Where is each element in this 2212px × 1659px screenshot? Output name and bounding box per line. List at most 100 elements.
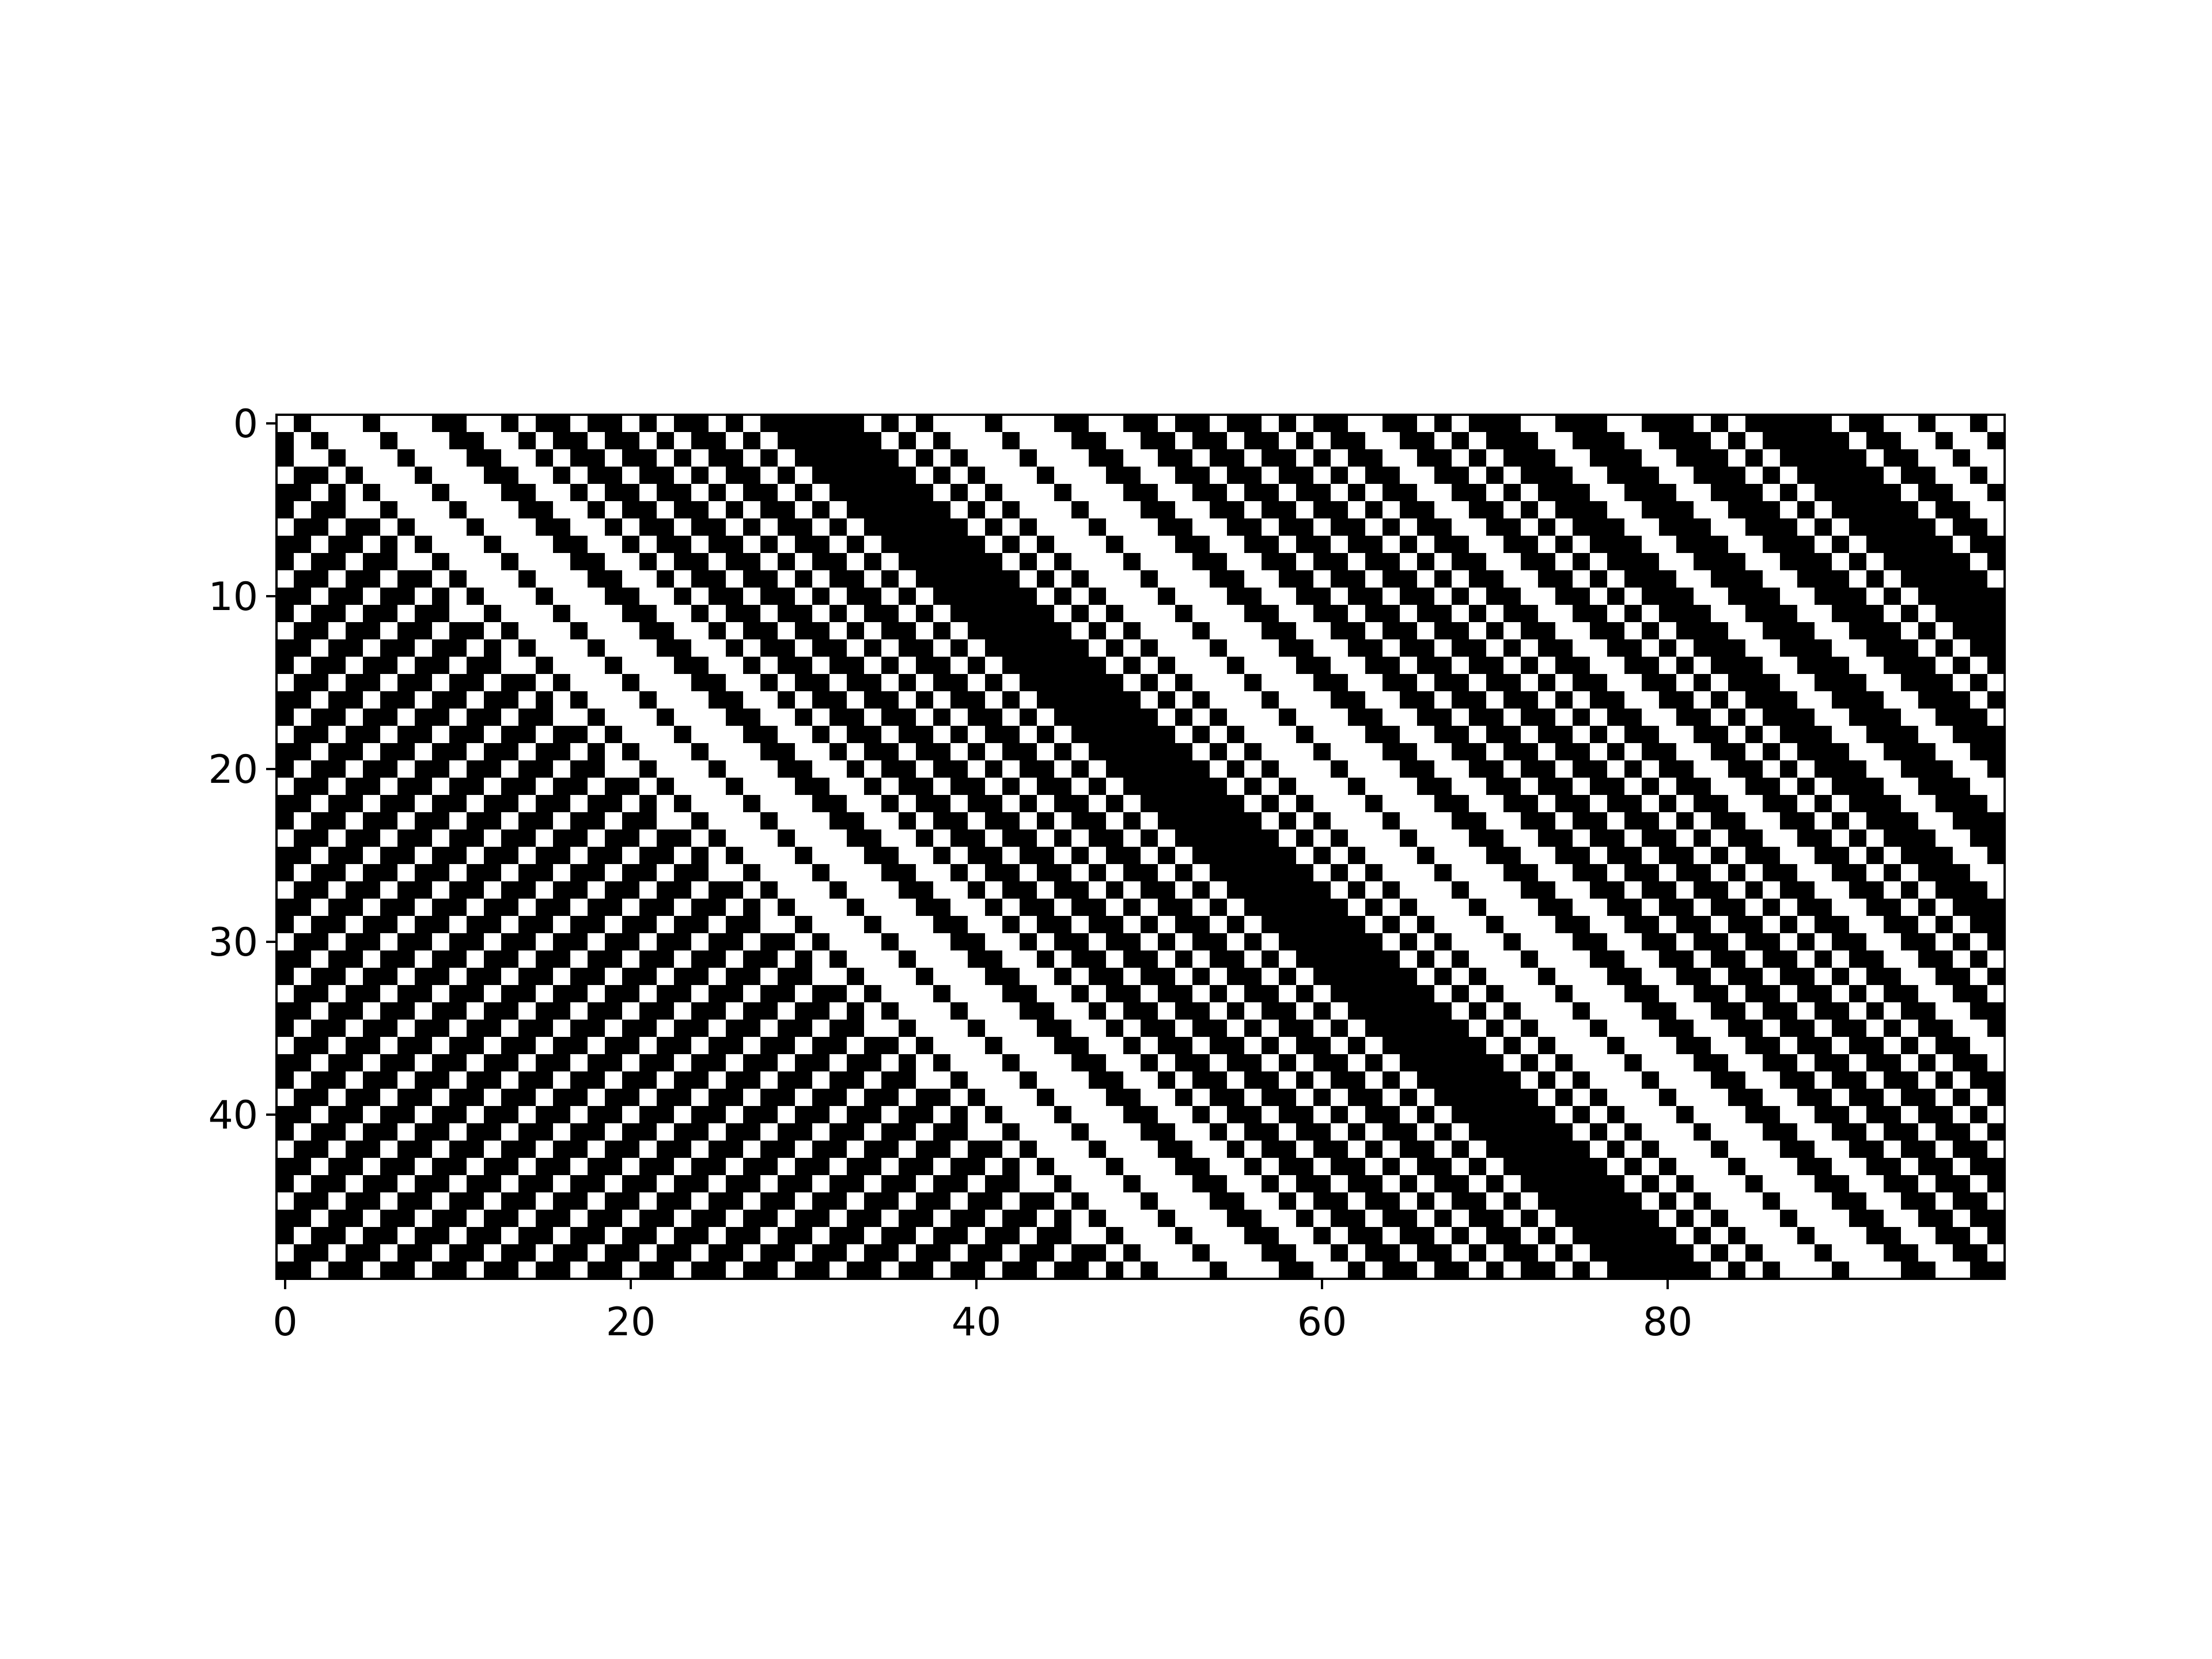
heatmap-cell <box>1901 518 1919 536</box>
heatmap-cell <box>1642 726 1660 744</box>
heatmap-cell <box>1849 812 1867 830</box>
heatmap-cell <box>1089 657 1107 675</box>
heatmap-cell <box>1503 1262 1521 1279</box>
heatmap-cell <box>1642 449 1660 467</box>
heatmap-cell <box>1676 1089 1694 1107</box>
heatmap-cell <box>363 674 381 692</box>
heatmap-cell <box>1486 415 1504 433</box>
heatmap-cell <box>1797 847 1815 865</box>
heatmap-cell <box>847 501 865 519</box>
heatmap-cell <box>1365 501 1383 519</box>
heatmap-cell <box>1089 899 1107 916</box>
heatmap-cell <box>415 950 433 968</box>
heatmap-cell <box>691 1037 709 1055</box>
heatmap-cell <box>1123 1158 1141 1176</box>
heatmap-cell <box>1832 622 1850 640</box>
heatmap-cell <box>1815 449 1832 467</box>
heatmap-cell <box>1123 691 1141 709</box>
heatmap-cell <box>1624 760 1642 778</box>
heatmap-cell <box>881 674 899 692</box>
heatmap-cell <box>432 1123 450 1141</box>
heatmap-cell <box>674 812 692 830</box>
heatmap-cell <box>1987 933 2005 951</box>
heatmap-cell <box>1192 1192 1210 1210</box>
heatmap-cell <box>674 933 692 951</box>
heatmap-cell <box>1141 778 1158 796</box>
heatmap-cell <box>1763 674 1781 692</box>
heatmap-cell <box>1054 916 1072 934</box>
heatmap-cell <box>812 1227 830 1245</box>
heatmap-cell <box>1469 1158 1487 1176</box>
heatmap-cell <box>778 484 796 502</box>
heatmap-cell <box>1469 467 1487 484</box>
heatmap-cell <box>1849 674 1867 692</box>
heatmap-cell <box>1296 1175 1314 1193</box>
heatmap-cell <box>1815 605 1832 623</box>
heatmap-cell <box>795 639 813 657</box>
heatmap-cell <box>570 1244 588 1262</box>
heatmap-cell <box>1331 985 1349 1003</box>
heatmap-cell <box>432 830 450 847</box>
heatmap-cell <box>812 899 830 916</box>
heatmap-cell <box>1849 501 1867 519</box>
heatmap-cell <box>691 985 709 1003</box>
heatmap-cell <box>1918 1244 1936 1262</box>
heatmap-cell <box>1037 881 1055 899</box>
heatmap-cell <box>1538 1158 1556 1176</box>
heatmap-cell <box>1227 743 1245 761</box>
heatmap-cell <box>1573 743 1590 761</box>
heatmap-cell <box>691 1192 709 1210</box>
heatmap-cell <box>1815 518 1832 536</box>
heatmap-cell <box>1054 1158 1072 1176</box>
heatmap-cell <box>1676 812 1694 830</box>
heatmap-cell <box>1486 726 1504 744</box>
heatmap-cell <box>760 1020 778 1037</box>
heatmap-cell <box>1849 1071 1867 1089</box>
heatmap-cell <box>328 1089 346 1107</box>
heatmap-cell <box>1987 1244 2005 1262</box>
heatmap-cell <box>691 881 709 899</box>
heatmap-cell <box>1659 709 1677 726</box>
heatmap-cell <box>639 778 657 796</box>
heatmap-cell <box>743 1227 761 1245</box>
heatmap-cell <box>1659 553 1677 571</box>
heatmap-cell <box>518 1037 536 1055</box>
heatmap-cell <box>1106 1002 1124 1020</box>
heatmap-cell <box>1815 1106 1832 1124</box>
heatmap-cell <box>1970 1002 1988 1020</box>
heatmap-cell <box>1780 778 1798 796</box>
heatmap-cell <box>570 1089 588 1107</box>
heatmap-cell <box>1694 1210 1711 1228</box>
heatmap-cell <box>674 795 692 813</box>
heatmap-cell <box>760 1106 778 1124</box>
heatmap-cell <box>311 847 329 865</box>
heatmap-cell <box>1434 622 1452 640</box>
heatmap-cell <box>328 1020 346 1037</box>
heatmap-cell <box>674 449 692 467</box>
heatmap-cell <box>1469 795 1487 813</box>
heatmap-cell <box>1953 691 1971 709</box>
heatmap-cell <box>1901 847 1919 865</box>
heatmap-cell <box>449 518 467 536</box>
heatmap-cell <box>363 1020 381 1037</box>
heatmap-cell <box>1365 830 1383 847</box>
heatmap-cell <box>1279 1262 1297 1279</box>
heatmap-cell <box>1192 1071 1210 1089</box>
heatmap-cell <box>657 1054 675 1072</box>
heatmap-cell <box>1624 484 1642 502</box>
heatmap-cell <box>1728 605 1746 623</box>
heatmap-cell <box>1849 1210 1867 1228</box>
heatmap-cell <box>1054 743 1072 761</box>
heatmap-cell <box>1970 950 1988 968</box>
heatmap-cell <box>1607 639 1625 657</box>
heatmap-cell <box>1486 709 1504 726</box>
heatmap-cell <box>501 449 519 467</box>
heatmap-cell <box>397 553 415 571</box>
heatmap-cell <box>1227 588 1245 605</box>
heatmap-cell <box>1175 881 1193 899</box>
heatmap-cell <box>950 657 968 675</box>
heatmap-cell <box>881 415 899 433</box>
heatmap-cell <box>1694 1020 1711 1037</box>
heatmap-cell <box>1901 1106 1919 1124</box>
heatmap-cell <box>1503 432 1521 450</box>
